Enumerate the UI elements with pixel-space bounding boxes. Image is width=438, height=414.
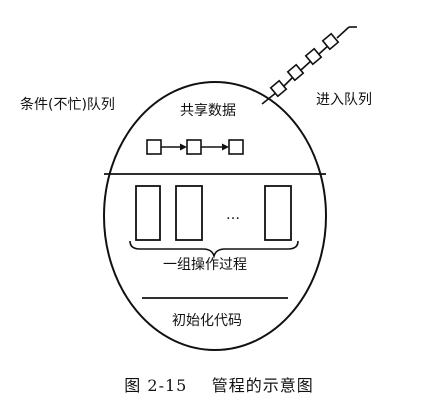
- procedure-box: [135, 185, 161, 241]
- entry-queue-node: [304, 47, 323, 66]
- procedure-boxes: [135, 185, 292, 241]
- entry-queue-node: [269, 79, 288, 98]
- shared-data-label: 共享数据: [180, 102, 236, 119]
- entry-queue-node: [286, 63, 305, 82]
- condition-queue-label: 条件(不忙)队列: [20, 96, 115, 113]
- data-node: [146, 139, 162, 155]
- entry-queue-node: [321, 32, 340, 51]
- init-code-label: 初始化代码: [172, 312, 242, 329]
- procedures-brace: [129, 240, 299, 259]
- entry-queue-label: 进入队列: [316, 92, 372, 108]
- entry-queue-chain: [261, 26, 357, 105]
- procedure-box: [175, 185, 203, 241]
- figure-title: 管程的示意图: [211, 376, 314, 395]
- monitor-boundary: [103, 81, 327, 351]
- shared-data-queue: [146, 139, 244, 155]
- entry-queue-link: [261, 91, 278, 105]
- operation-procedures-label: 一组操作过程: [163, 257, 247, 273]
- arrow-head-icon: [180, 143, 187, 151]
- entry-queue-link: [336, 26, 350, 39]
- figure-number: 图 2-15: [124, 376, 188, 395]
- procedure-box: [264, 185, 292, 241]
- figure-caption: 图 2-15 管程的示意图: [0, 372, 438, 396]
- arrow-head-icon: [222, 143, 229, 151]
- procedure-ellipsis: …: [226, 207, 240, 223]
- data-node: [228, 139, 244, 155]
- data-node: [186, 139, 202, 155]
